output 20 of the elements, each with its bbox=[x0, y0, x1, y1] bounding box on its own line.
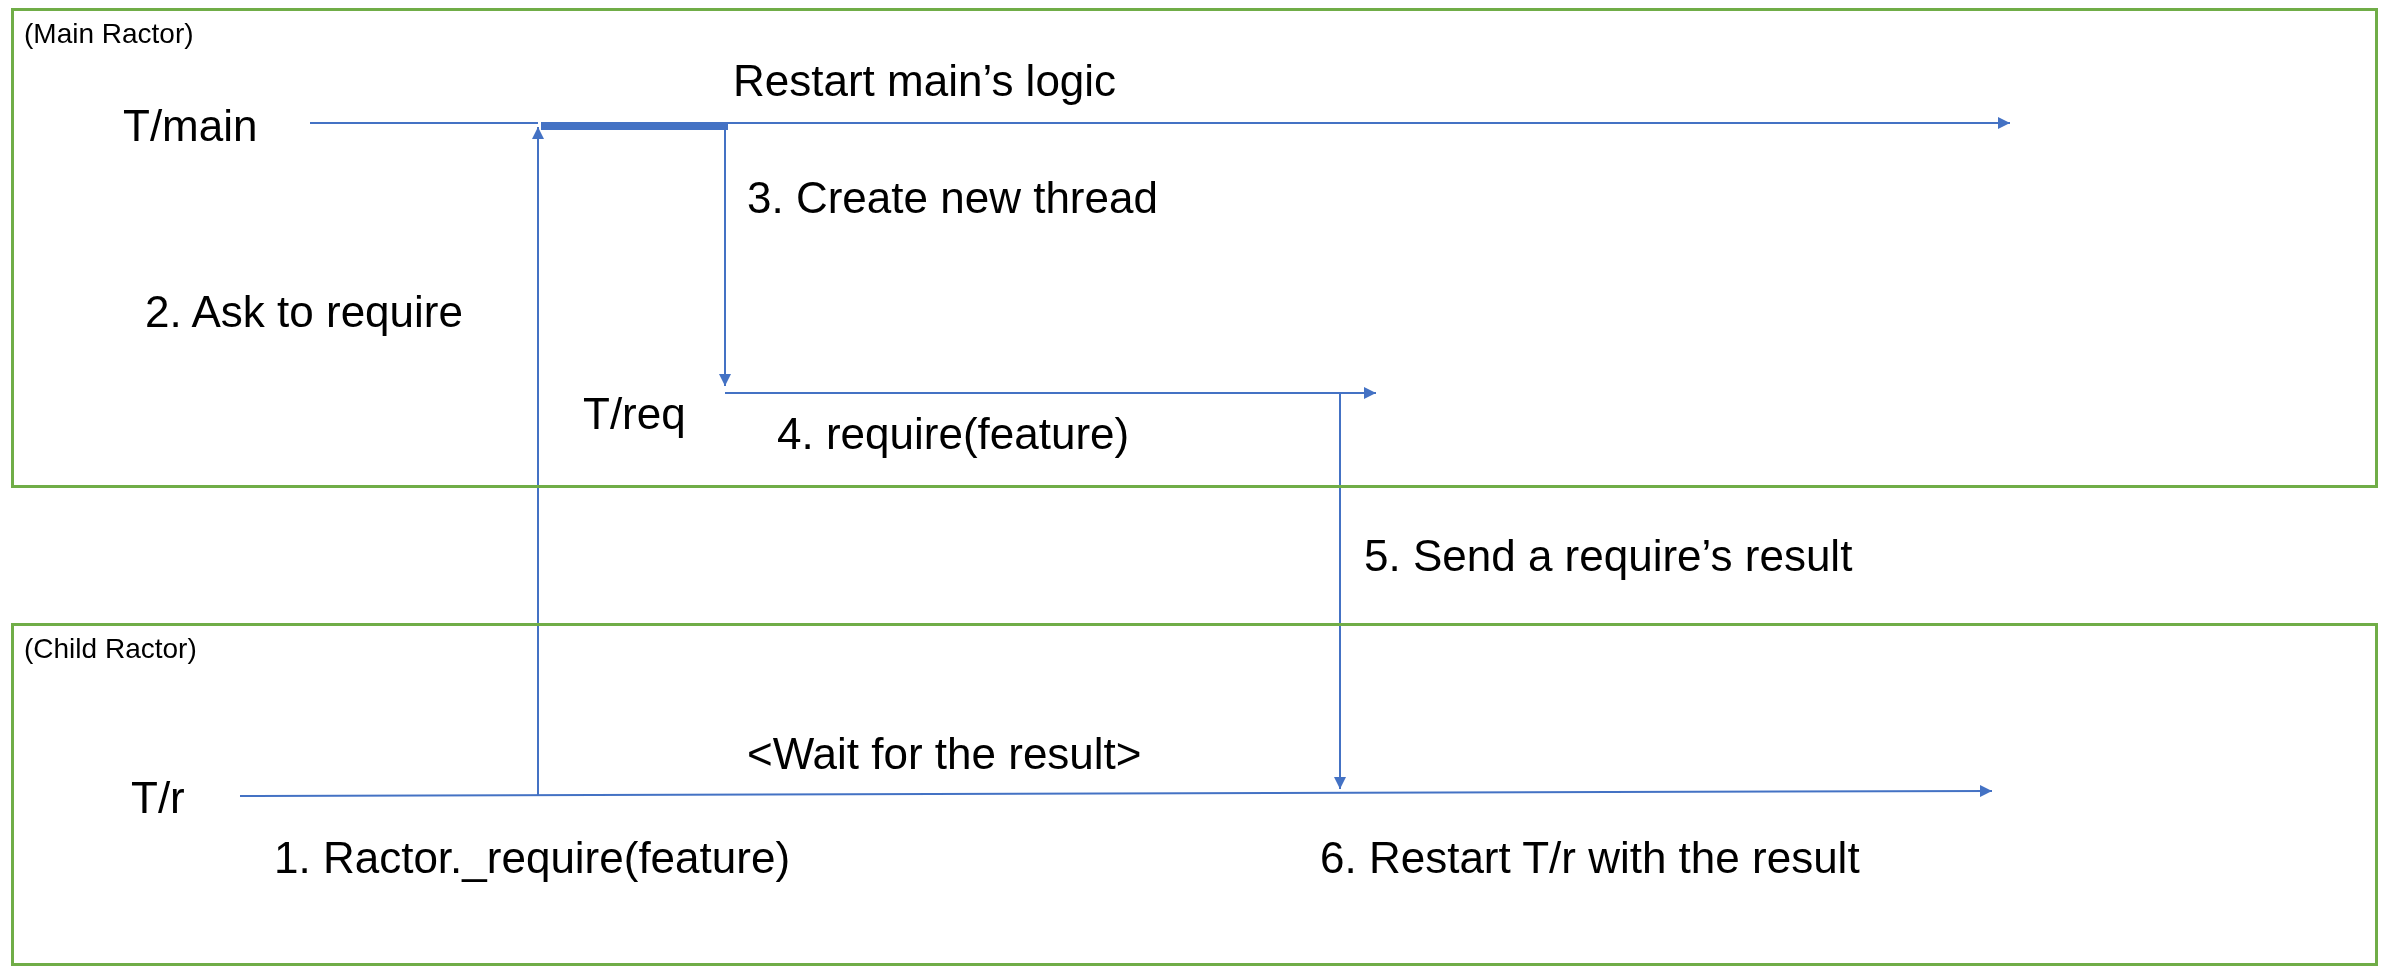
step-note: 1. Ractor._require(feature) bbox=[274, 833, 791, 883]
active-bar bbox=[541, 122, 728, 130]
arrow bbox=[724, 392, 1346, 790]
edge-label: 2. Ask to require bbox=[145, 287, 463, 337]
edge-label: Restart main’s logic bbox=[733, 56, 1117, 106]
step-note: 6. Restart T/r with the result bbox=[1320, 833, 1860, 883]
thread-label: T/req bbox=[583, 389, 728, 439]
arrow bbox=[532, 126, 544, 797]
thread-label: T/main bbox=[123, 101, 313, 151]
group-title: (Main Ractor) bbox=[24, 19, 194, 50]
thread-label: T/r bbox=[131, 773, 243, 823]
group-title: (Child Ractor) bbox=[24, 634, 197, 665]
ractor-frame bbox=[11, 623, 2378, 966]
arrow bbox=[239, 785, 1993, 798]
ractor-frame bbox=[11, 8, 2378, 488]
connector-line bbox=[309, 122, 539, 124]
edge-label: <Wait for the result> bbox=[747, 729, 1142, 779]
edge-label: 4. require(feature) bbox=[777, 409, 1130, 459]
edge-label: 3. Create new thread bbox=[747, 173, 1158, 223]
edge-label: 5. Send a require’s result bbox=[1364, 531, 1853, 581]
